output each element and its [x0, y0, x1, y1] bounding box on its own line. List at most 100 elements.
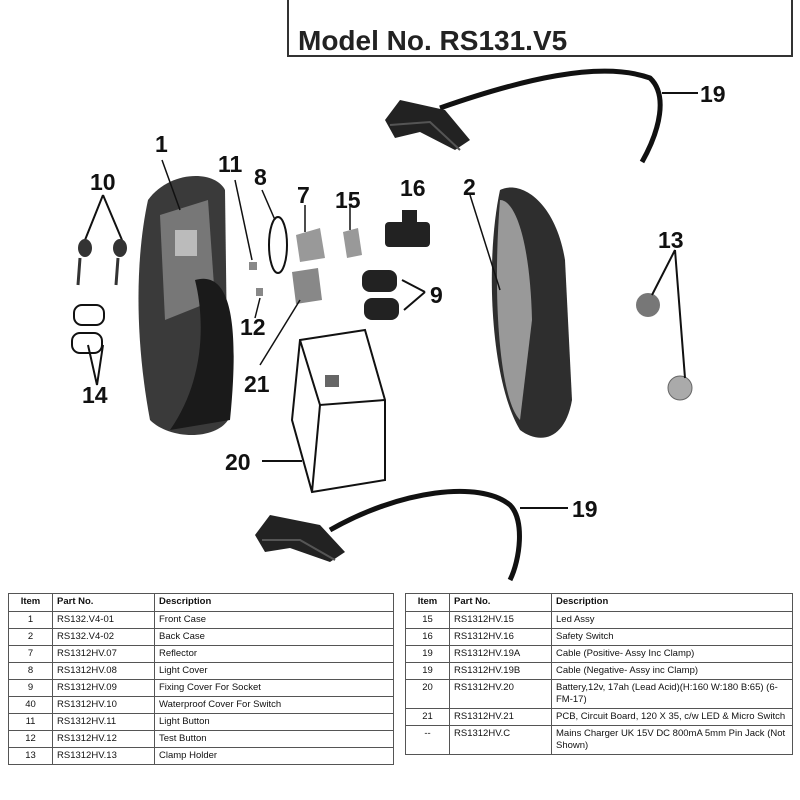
model-number: Model No. RS131.V5 [298, 25, 567, 56]
model-header: Model No. RS131.V5 [287, 0, 793, 57]
callout-10: 10 [90, 169, 116, 195]
cell-desc: Fixing Cover For Socket [154, 679, 394, 697]
cell-item: 11 [8, 713, 53, 731]
cell-part: RS1312HV.19A [449, 645, 552, 663]
cell-desc: Cable (Positive- Assy Inc Clamp) [551, 645, 793, 663]
cell-item: 2 [8, 628, 53, 646]
reflector-pcb [259, 205, 325, 366]
cell-part: RS1312HV.16 [449, 628, 552, 646]
cell-item: 8 [8, 662, 53, 680]
callout-16: 16 [400, 175, 426, 201]
cell-desc: Battery,12v, 17ah (Lead Acid)(H:160 W:18… [551, 679, 793, 709]
cell-desc: PCB, Circuit Board, 120 X 35, c/w LED & … [551, 708, 793, 726]
cell-item: 16 [405, 628, 450, 646]
cell-item: -- [405, 725, 450, 755]
cable-clamp-bottom [255, 488, 568, 582]
callout-15: 15 [335, 187, 361, 213]
cell-desc: Safety Switch [551, 628, 793, 646]
battery [262, 328, 386, 494]
exploded-parts-diagram: Model No. RS131.V5 [71, 0, 793, 582]
cell-desc: Test Button [154, 730, 394, 748]
cell-item: 20 [405, 679, 450, 709]
callout-14: 14 [82, 382, 108, 408]
callout-7: 7 [297, 182, 310, 208]
sockets [71, 304, 105, 386]
light-cover [261, 189, 288, 274]
cell-desc: Mains Charger UK 15V DC 800mA 5mm Pin Ja… [551, 725, 793, 755]
callout-13: 13 [658, 227, 684, 253]
callout-12: 12 [240, 314, 266, 340]
socket-covers [362, 270, 426, 320]
cell-item: 15 [405, 611, 450, 629]
callout-20: 20 [225, 449, 251, 475]
cell-part: RS1312HV.10 [52, 696, 155, 714]
cell-desc: Led Assy [551, 611, 793, 629]
callout-1: 1 [155, 131, 168, 157]
front-case [138, 159, 234, 436]
header-desc: Description [551, 593, 793, 612]
header-item: Item [8, 593, 53, 612]
cell-part: RS132.V4-01 [52, 611, 155, 629]
cell-desc: Waterproof Cover For Switch [154, 696, 394, 714]
cell-part: RS1312HV.21 [449, 708, 552, 726]
cell-part: RS1312HV.09 [52, 679, 155, 697]
led-assy [343, 205, 362, 258]
cell-part: RS1312HV.15 [449, 611, 552, 629]
callout-9: 9 [430, 282, 443, 308]
header-part: Part No. [52, 593, 155, 612]
cell-desc: Back Case [154, 628, 394, 646]
cell-part: RS132.V4-02 [52, 628, 155, 646]
cell-desc: Light Button [154, 713, 394, 731]
cell-desc: Cable (Negative- Assy inc Clamp) [551, 662, 793, 680]
cell-part: RS1312HV.12 [52, 730, 155, 748]
cable-clamp-top [385, 68, 698, 164]
callout-19-bottom: 19 [572, 496, 598, 522]
cell-item: 19 [405, 645, 450, 663]
buttons [234, 179, 263, 319]
cell-part: RS1312HV.20 [449, 679, 552, 709]
header-desc: Description [154, 593, 394, 612]
header-item: Item [405, 593, 450, 612]
cell-item: 13 [8, 747, 53, 765]
cell-desc: Light Cover [154, 662, 394, 680]
callout-21: 21 [244, 371, 270, 397]
cell-item: 7 [8, 645, 53, 663]
callout-2: 2 [463, 174, 476, 200]
fixing-covers [76, 194, 127, 286]
cell-desc: Front Case [154, 611, 394, 629]
cell-item: 21 [405, 708, 450, 726]
cell-desc: Reflector [154, 645, 394, 663]
cell-part: RS1312HV.07 [52, 645, 155, 663]
header-part: Part No. [449, 593, 552, 612]
cell-desc: Clamp Holder [154, 747, 394, 765]
callout-8: 8 [254, 164, 267, 190]
callout-19-top: 19 [700, 81, 726, 107]
cell-item: 9 [8, 679, 53, 697]
table-header-row: Item Part No. Description [405, 593, 793, 612]
cell-part: RS1312HV.C [449, 725, 552, 755]
cell-item: 40 [8, 696, 53, 714]
table-header-row: Item Part No. Description [8, 593, 394, 612]
cell-item: 12 [8, 730, 53, 748]
cell-part: RS1312HV.08 [52, 662, 155, 680]
safety-switch [385, 210, 430, 247]
clamp-holders [636, 249, 693, 401]
back-case [469, 187, 572, 438]
cell-item: 19 [405, 662, 450, 680]
callout-11: 11 [218, 151, 243, 177]
